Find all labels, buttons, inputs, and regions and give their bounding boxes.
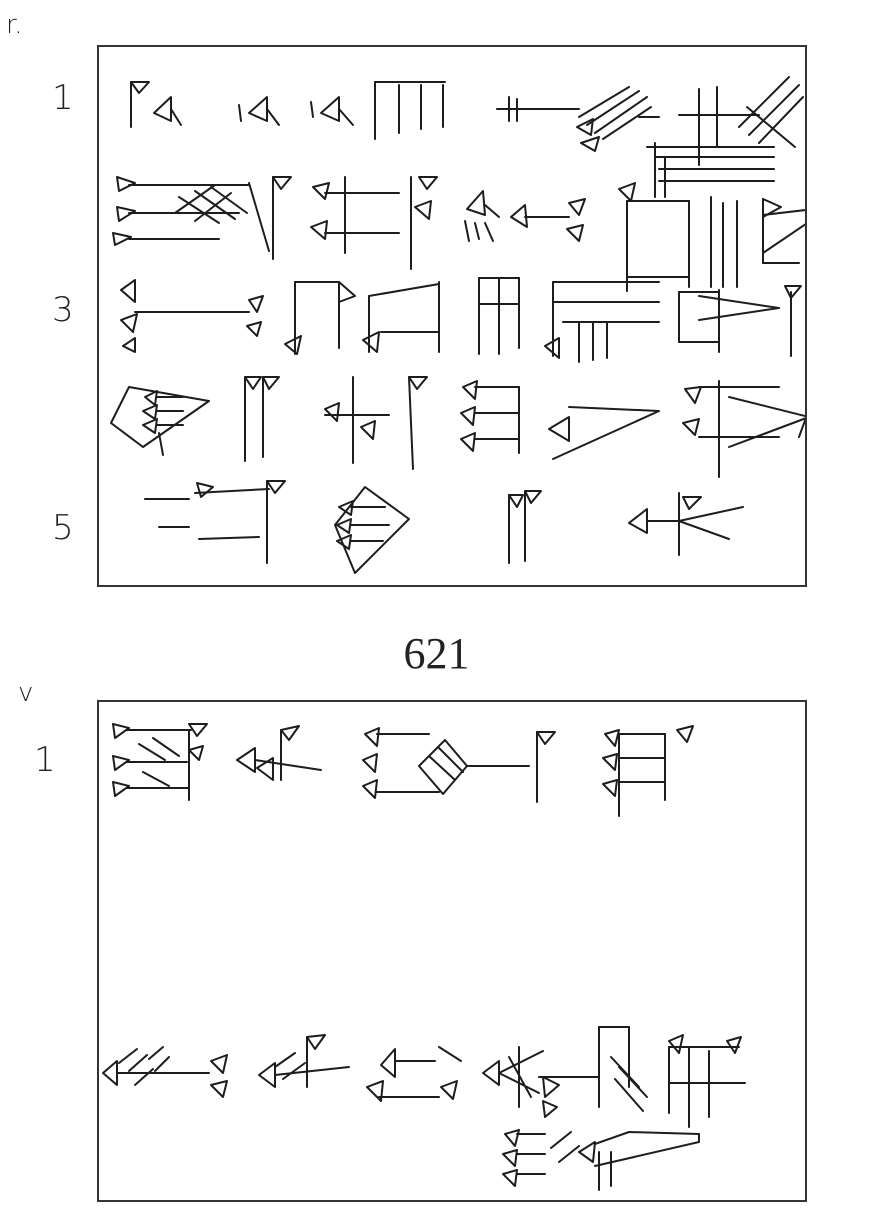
obverse-line-2 [112, 176, 805, 292]
reverse-line-number-1: 1 [34, 740, 56, 780]
obverse-line-4 [110, 376, 805, 478]
obverse-line-number-5: 5 [52, 508, 74, 548]
reverse-line-2 [102, 1026, 746, 1128]
obverse-line-number-3: 3 [52, 290, 74, 330]
catalog-number: 621 [403, 629, 470, 678]
obverse-line-1-extension [646, 142, 775, 198]
obverse-line-number-1: 1 [52, 78, 74, 118]
reverse-side-mark: v [18, 678, 34, 708]
obverse-line-5 [144, 480, 744, 574]
obverse-cuneiform-signs [110, 76, 805, 574]
reverse-line-1 [112, 723, 694, 817]
reverse-line-3 [502, 1129, 700, 1191]
obverse-tablet-frame [97, 45, 807, 587]
reverse-tablet-frame [97, 700, 807, 1202]
obverse-side-mark: r. [6, 10, 23, 40]
obverse-line-3 [120, 277, 802, 363]
reverse-cuneiform-signs [102, 723, 746, 1191]
obverse-line-1 [130, 76, 804, 166]
